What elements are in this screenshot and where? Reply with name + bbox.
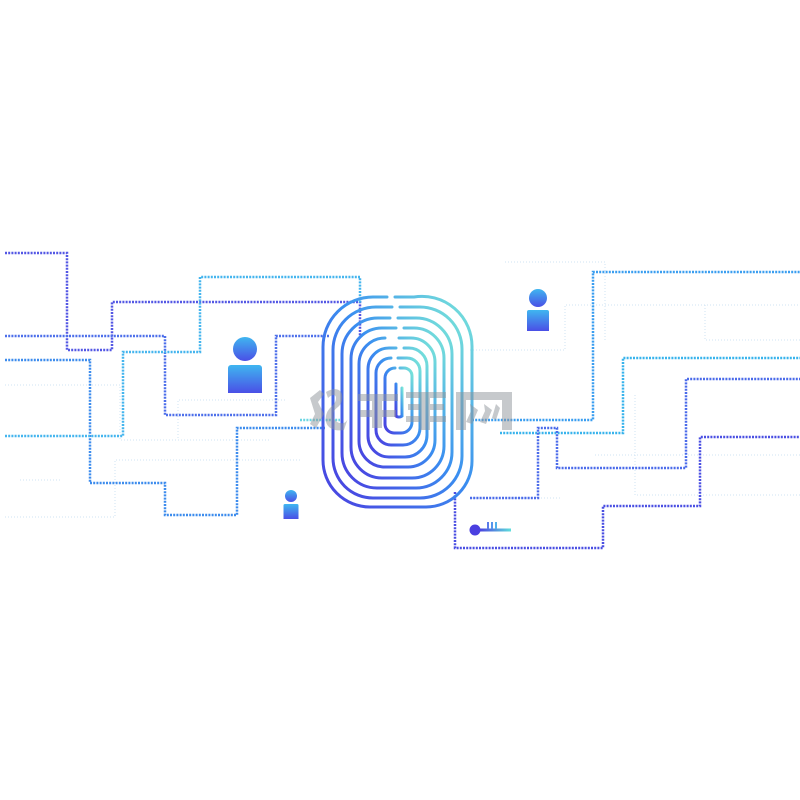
- trace-left-4: [5, 275, 362, 438]
- watermark-logo: [310, 389, 512, 431]
- fingerprint-icon: [321, 294, 474, 509]
- user-icon: [283, 490, 299, 519]
- key-icon: [469, 522, 511, 536]
- trace-left-1: [5, 251, 362, 352]
- trace-right-2: [500, 356, 800, 435]
- trace-right-4: [453, 435, 800, 550]
- faint-grid-lines: [5, 261, 800, 518]
- trace-right-3: [470, 377, 800, 500]
- user-icon: [228, 337, 262, 393]
- user-icon: [527, 289, 549, 331]
- circuit-traces-right: [453, 270, 800, 550]
- trace-right-1: [472, 270, 800, 422]
- trace-left-3: [5, 358, 325, 517]
- trace-left-2: [5, 334, 330, 417]
